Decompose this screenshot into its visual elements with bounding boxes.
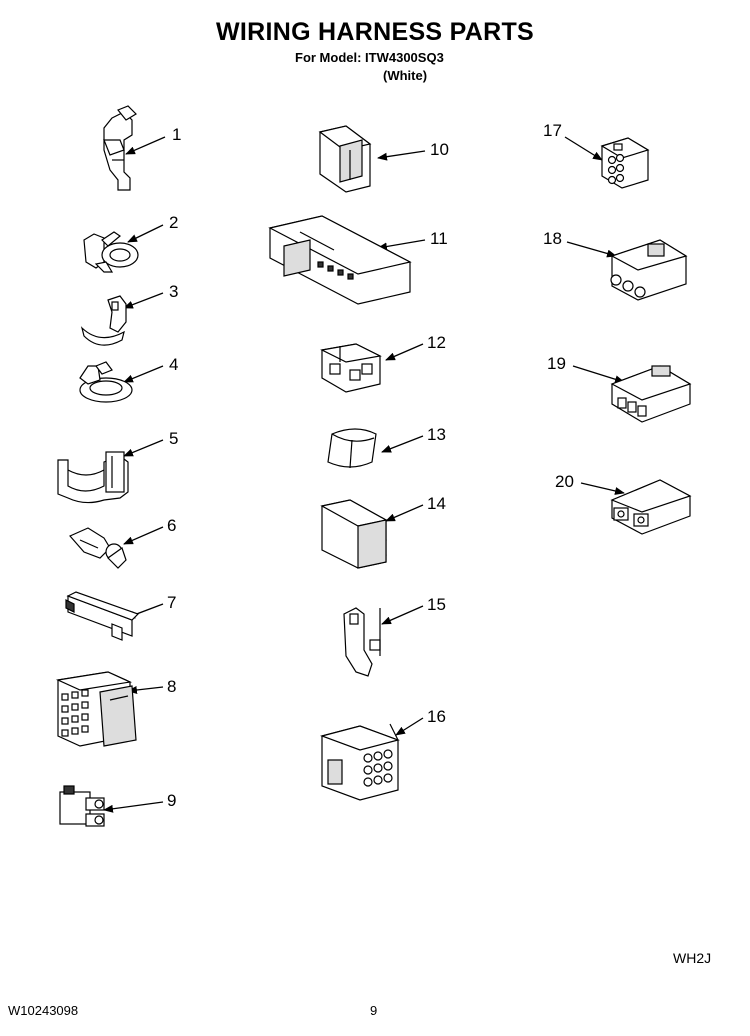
document-number: W10243098 [8,1003,79,1018]
leader-19 [572,365,625,384]
leader-13 [381,435,424,453]
clip-icon [103,105,137,191]
leader-15 [381,605,424,625]
callout-15: 15 [427,595,446,614]
leader-18 [566,241,617,258]
long-connector-icon [268,215,412,305]
strip-clip-icon [65,591,140,641]
push-tie-icon [69,527,127,569]
leader-3 [123,292,164,309]
sleeve-icon [327,428,377,469]
leader-14 [385,504,424,522]
ring-clip-icon [79,361,133,403]
callout-7: 7 [167,593,176,612]
leader-9 [103,801,164,813]
diagram-code: WH2J [673,950,712,966]
callout-2: 2 [169,213,178,232]
leader-16 [395,717,424,736]
leader-17 [564,136,603,161]
leader-5 [123,439,164,457]
page-number: 9 [370,1003,378,1018]
page-title: WIRING HARNESS PARTS [215,18,535,46]
leader-6 [123,526,164,545]
plug-connector-icon [320,499,388,569]
leader-1 [125,136,166,155]
bracket-clip-icon [57,451,129,504]
dual-connector-icon [59,785,105,827]
callout-5: 5 [169,429,178,448]
three-pin-connector-icon [610,239,688,301]
callout-20: 20 [555,472,574,491]
callout-16: 16 [427,707,446,726]
six-pin-block-icon [600,137,650,189]
callout-17: 17 [543,121,562,140]
housing-connector-icon [318,125,372,193]
leader-20 [580,482,625,495]
color-line: (White) [383,68,428,83]
leader-10 [377,150,426,161]
leader-2 [127,224,164,243]
nine-pin-connector-icon [320,723,400,801]
callout-11: 11 [430,229,448,248]
leader-12 [385,343,424,361]
leader-11 [377,239,426,251]
callout-12: 12 [427,333,446,352]
mounting-clip-icon [343,607,381,677]
callout-18: 18 [543,229,562,248]
wire-clip-icon [83,231,139,273]
four-way-housing-icon [610,479,692,535]
callout-13: 13 [427,425,446,444]
small-connector-icon [320,343,382,393]
three-way-housing-icon [610,365,692,423]
leader-4 [123,365,164,383]
callout-8: 8 [167,677,176,696]
strap-clip-icon [80,295,127,346]
callout-10: 10 [430,140,449,159]
callout-3: 3 [169,282,178,301]
callout-1: 1 [172,125,181,144]
leader-8 [127,686,164,694]
callout-4: 4 [169,355,178,374]
callout-14: 14 [427,494,446,513]
multi-pin-connector-icon [55,671,137,747]
callout-19: 19 [547,354,566,373]
callout-9: 9 [167,791,176,810]
callout-6: 6 [167,516,176,535]
model-line: For Model: ITW4300SQ3 [295,50,444,65]
